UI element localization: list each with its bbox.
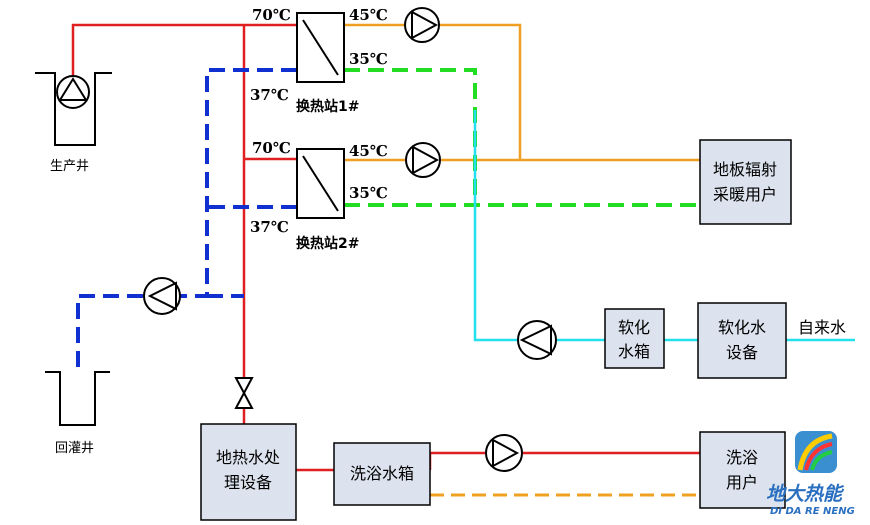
logo-text-en: DI DA RE NENG — [770, 506, 855, 517]
temp-37-mid: 37℃ — [250, 218, 289, 236]
soft-water-pipes — [473, 110, 855, 342]
bath-user-box: 洗浴 用户 — [699, 431, 786, 509]
temp-45-top: 45℃ — [349, 6, 388, 24]
bath-user-line1: 洗浴 — [726, 448, 758, 467]
soft-tank-line2: 水箱 — [618, 342, 650, 361]
production-well-pump — [56, 75, 90, 109]
soft-equipment-line1: 软化水 — [718, 318, 766, 337]
heat-exchanger-1 — [296, 12, 345, 83]
soft-water-tank-box: 软化 水箱 — [604, 308, 665, 369]
floor-heating-line2: 采暖用户 — [713, 185, 777, 204]
temp-35-mid: 35℃ — [349, 184, 388, 202]
hot-water-pipes — [71, 23, 700, 472]
tap-water-label: 自来水 — [798, 318, 846, 337]
logo-text-cn: 地大热能 — [766, 483, 845, 505]
pump-heating-1 — [404, 7, 440, 43]
bath-water-tank-box: 洗浴水箱 — [333, 442, 431, 506]
heating-supply-pipes — [344, 23, 700, 162]
soft-tank-line1: 软化 — [618, 318, 650, 337]
production-well — [35, 72, 112, 146]
geo-treatment-line1: 地热水处 — [216, 448, 280, 467]
production-well-label: 生产井 — [50, 159, 89, 174]
floor-heating-line1: 地板辐射 — [713, 160, 777, 179]
valve-icon — [234, 377, 254, 409]
geo-treatment-line2: 理设备 — [224, 473, 272, 492]
company-logo: 地大热能 DI DA RE NENG — [766, 431, 855, 517]
soft-water-equipment-box: 软化水 设备 — [697, 302, 787, 379]
heating-return-pipes — [344, 68, 700, 207]
pump-soft-water — [517, 320, 557, 360]
bath-tank-label: 洗浴水箱 — [350, 464, 414, 483]
pump-heating-2 — [405, 142, 441, 178]
bath-user-line2: 用户 — [726, 473, 758, 492]
temp-70-top: 70℃ — [252, 6, 291, 24]
reinjection-well — [45, 371, 110, 426]
pump-reinjection — [143, 277, 181, 315]
temp-37-top: 37℃ — [250, 86, 289, 104]
floor-heating-user-box: 地板辐射 采暖用户 — [699, 139, 792, 225]
geothermal-treatment-box: 地热水处 理设备 — [200, 423, 297, 521]
return-water-pipes — [76, 68, 297, 370]
temp-45-mid: 45℃ — [349, 142, 388, 160]
temp-35-top: 35℃ — [349, 50, 388, 68]
heat-exchanger-2 — [296, 148, 345, 219]
pump-bath — [485, 434, 523, 472]
soft-equipment-line2: 设备 — [726, 343, 758, 362]
station2-label: 换热站2# — [296, 235, 359, 252]
temp-70-mid: 70℃ — [252, 139, 291, 157]
reinjection-well-label: 回灌井 — [55, 441, 94, 456]
station1-label: 换热站1# — [296, 98, 359, 115]
